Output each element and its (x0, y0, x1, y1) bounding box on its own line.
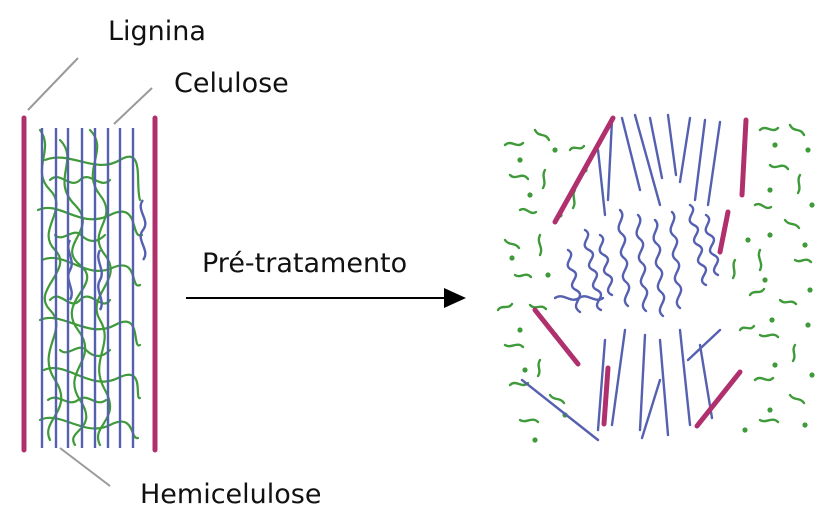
hemicellulose-label: Hemicelulose (140, 479, 322, 507)
hemicellulose-pointer (60, 448, 110, 486)
hemicellulose-fragments (498, 125, 811, 422)
process-arrow: Pré-tratamento (186, 248, 466, 308)
process-label: Pré-tratamento (202, 248, 407, 279)
hemicellulose-network (38, 130, 142, 445)
cellulose-pointer (114, 88, 152, 124)
lignin-label: Lignina (108, 16, 206, 47)
cellulose-label: Celulose (174, 68, 289, 99)
lignin-pointer (28, 58, 78, 110)
pretreated-structure (498, 115, 815, 443)
cellulose-fragments (522, 115, 720, 440)
intact-fiber-structure (24, 118, 155, 450)
arrow-head (444, 288, 466, 308)
